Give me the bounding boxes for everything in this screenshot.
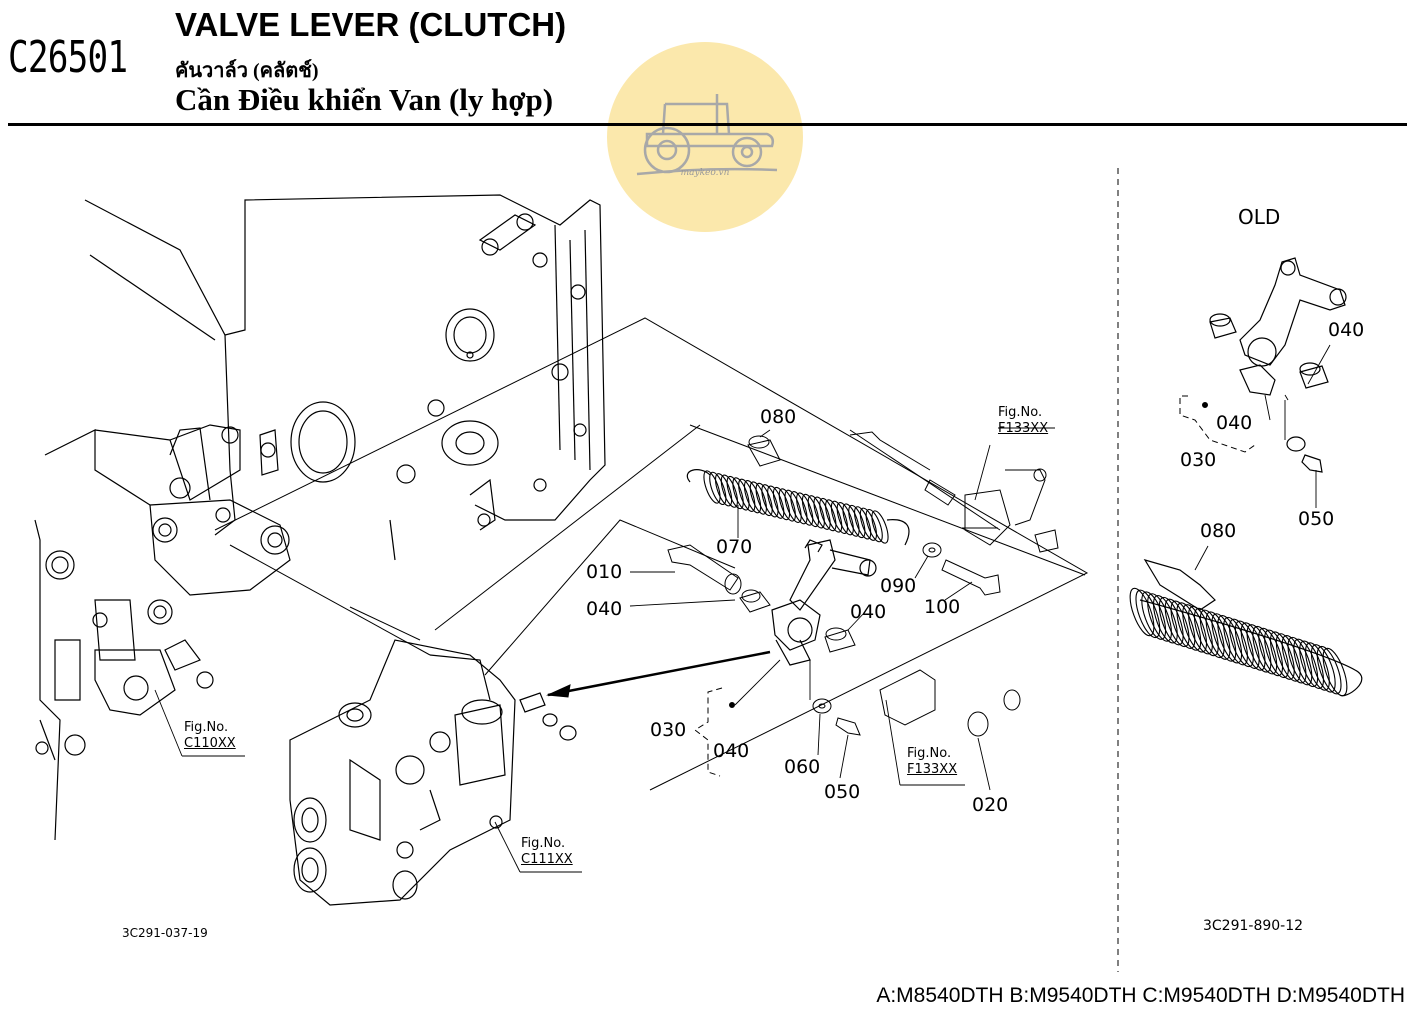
spring-coil: [825, 499, 843, 533]
sleeve-080: [747, 435, 781, 467]
old-spring-coils: [1129, 587, 1348, 697]
pin-010: [667, 544, 742, 595]
label-020: 020: [972, 794, 1009, 816]
fig-ref-number: F133XX: [998, 421, 1049, 436]
old-leader-lines: [1194, 344, 1331, 571]
label-030: 030: [650, 719, 687, 741]
tractor-icon: [636, 94, 778, 176]
washer-060-bolt-050: [812, 698, 861, 736]
spring-coil: [778, 488, 796, 522]
spring-coil: [796, 492, 814, 526]
old-view-parts: [1139, 257, 1363, 697]
old-drawing-number: 3C291-890-12: [1203, 918, 1304, 934]
spring-coil: [726, 475, 744, 510]
spring-070: [686, 469, 910, 546]
title-vietnamese: Cần Điều khiển Van (ly hợp): [175, 82, 554, 117]
fig-ref-c111: Fig.No. C111XX: [521, 836, 573, 868]
title-thai: คันวาล์ว (คลัตช์): [175, 60, 319, 82]
label-060: 060: [784, 756, 821, 778]
bracket-030: [694, 687, 723, 777]
lever-f133: [964, 468, 1059, 553]
spring-coil: [1322, 647, 1348, 697]
label-040: 040: [713, 740, 750, 762]
fig-ref-c110: Fig.No. C110XX: [184, 720, 236, 752]
spring-coil: [772, 486, 791, 521]
fig-ref-number: F133XX: [907, 762, 958, 777]
washer-090-bolt-100: [922, 542, 1001, 596]
header-rule: [8, 123, 1407, 126]
label-040: 040: [586, 598, 623, 620]
spring-coils: [703, 470, 889, 544]
spring-coil: [854, 506, 872, 540]
label-010: 010: [586, 561, 623, 583]
spring-coil: [790, 491, 808, 525]
spring-coil: [784, 489, 802, 523]
spring-coil: [865, 508, 883, 543]
watermark-logo: maykeo.vn: [607, 42, 803, 232]
label-070: 070: [716, 536, 753, 558]
spring-coil: [801, 493, 820, 528]
old-label-080: 080: [1200, 520, 1237, 542]
old-label-030: 030: [1180, 449, 1217, 471]
spring-coil: [738, 478, 756, 512]
label-100: 100: [924, 596, 961, 618]
spring-coil: [743, 480, 762, 514]
title-english: VALVE LEVER (CLUTCH): [175, 6, 567, 43]
callout-frames: [214, 317, 1089, 791]
spring-coil: [836, 502, 854, 536]
diagram-code: C26501: [8, 32, 128, 83]
fig-ref-f133: Fig.No. F133XX: [907, 746, 957, 778]
leader-lines: [154, 427, 1055, 873]
old-bracket-030: [1179, 395, 1256, 453]
clip-020: [967, 689, 1021, 737]
label-080: 080: [760, 406, 797, 428]
old-label-040: 040: [1216, 412, 1253, 434]
spring-coil: [767, 485, 785, 519]
arrow-line: [547, 650, 771, 697]
spring-coil: [871, 510, 889, 544]
valve-lever-030: [771, 539, 877, 666]
spring-coil: [819, 497, 837, 532]
pin-axis: [349, 429, 1001, 641]
spring-coil: [842, 503, 860, 537]
spring-coil: [848, 504, 866, 539]
spring-coil: [859, 507, 878, 541]
bracket-f133: [879, 669, 936, 726]
dot-marker: [729, 702, 735, 708]
label-050: 050: [824, 781, 861, 803]
drawing-number: 3C291-037-19: [122, 926, 208, 940]
fig-ref-label: Fig.No.: [907, 746, 952, 761]
fig-ref-label: Fig.No.: [184, 720, 229, 735]
old-view-title: OLD: [1238, 205, 1281, 229]
spring-coil: [761, 484, 779, 518]
spring-coil: [732, 477, 750, 511]
spring-coil: [813, 496, 831, 530]
spring-coil: [807, 495, 825, 529]
fig-ref-number: C110XX: [184, 736, 236, 751]
transmission-housing: [34, 194, 606, 841]
old-dot-marker: [1202, 402, 1208, 408]
spring-coil: [830, 500, 849, 534]
old-label-050: 050: [1298, 508, 1335, 530]
arrow-head: [546, 684, 571, 698]
spring-coil: [749, 481, 767, 515]
fig-ref-label: Fig.No.: [521, 836, 566, 851]
spring-coil: [714, 473, 733, 507]
spring-coil: [755, 482, 773, 517]
fig-ref-f133: Fig.No. F133XX: [998, 405, 1048, 437]
control-valve: [289, 639, 577, 906]
label-040: 040: [850, 601, 887, 623]
watermark-text: maykeo.vn: [680, 168, 730, 178]
bushing-040: [739, 589, 856, 653]
spring-coil: [720, 474, 738, 508]
fig-ref-label: Fig.No.: [998, 405, 1043, 420]
fig-ref-number: C111XX: [521, 852, 573, 867]
model-list: A:M8540DTH B:M9540DTH C:M9540DTH D:M9540…: [876, 984, 1405, 1007]
spring-coil: [709, 471, 727, 506]
spring-coil: [703, 470, 721, 504]
label-090: 090: [880, 575, 917, 597]
old-label-040: 040: [1328, 319, 1365, 341]
